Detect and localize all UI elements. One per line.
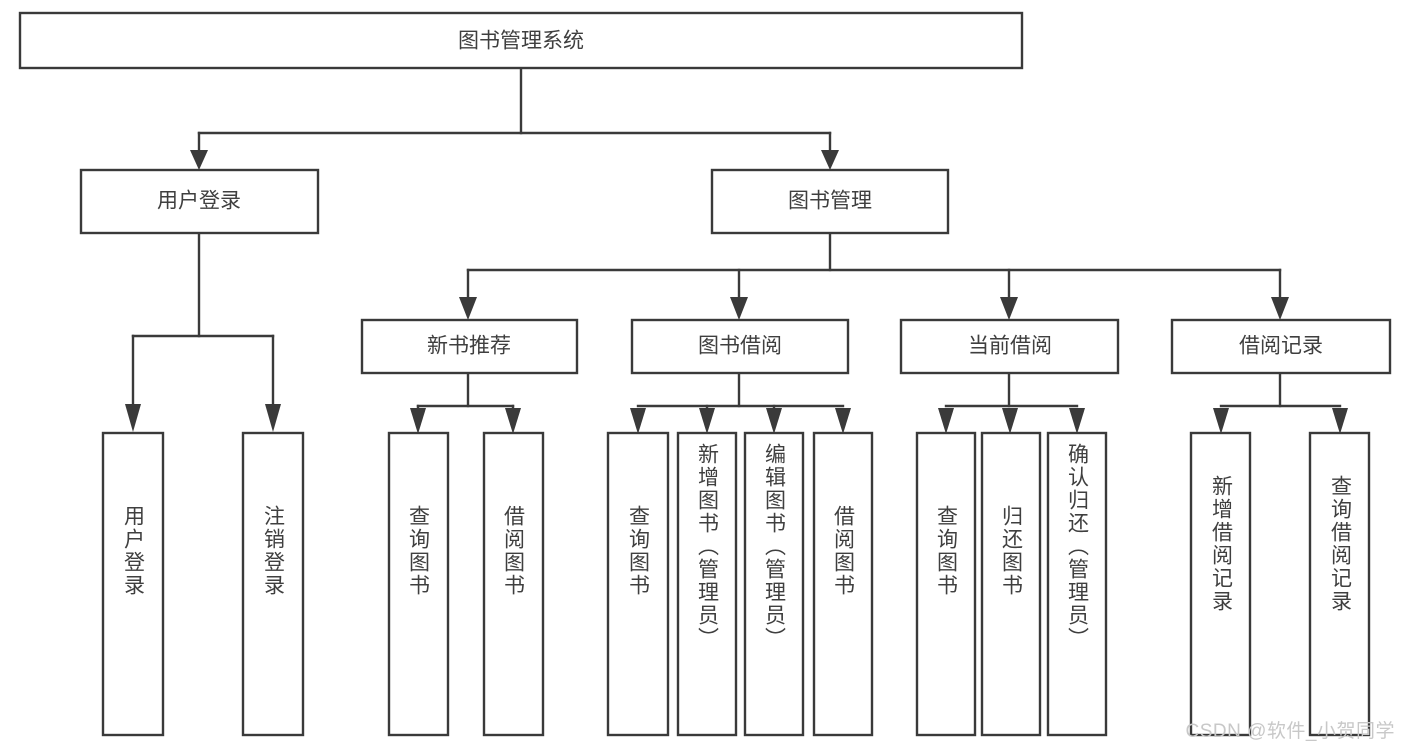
arrowhead-g1-leaf-2 bbox=[505, 408, 521, 434]
arrowhead-g3-leaf-2 bbox=[1002, 408, 1018, 434]
arrowhead-当前借阅 bbox=[1000, 297, 1018, 320]
leaf-box-record-1[interactable] bbox=[1189, 431, 1252, 737]
arrowhead-leaf-注销登录 bbox=[265, 404, 281, 432]
node-current-borrow-label: 当前借阅 bbox=[968, 335, 1052, 358]
node-new-book-recommend-box[interactable] bbox=[360, 318, 579, 375]
leaf-box-user-login-1[interactable] bbox=[101, 431, 165, 737]
node-user-login-box[interactable] bbox=[79, 168, 320, 235]
node-current-borrow[interactable]: 当前借阅 bbox=[899, 318, 1120, 375]
leaf-box-recommend-1[interactable] bbox=[387, 431, 450, 737]
arrowhead-g4-leaf-2 bbox=[1332, 408, 1348, 434]
watermark-text: CSDN @软件_小贺同学 bbox=[1185, 721, 1395, 742]
arrowhead-book-manage bbox=[821, 150, 839, 170]
leaf-box-recommend-2[interactable] bbox=[482, 431, 545, 737]
leaf-box-borrow-2[interactable] bbox=[676, 431, 738, 737]
node-book-manage[interactable]: 图书管理 bbox=[710, 168, 950, 235]
node-book-borrow-box[interactable] bbox=[630, 318, 850, 375]
arrowhead-leaf-用户登录 bbox=[125, 404, 141, 432]
arrowhead-g3-leaf-1 bbox=[938, 408, 954, 434]
node-root-box[interactable] bbox=[18, 11, 1024, 70]
node-new-book-recommend[interactable]: 新书推荐 bbox=[360, 318, 579, 375]
arrowhead-g2-leaf-3 bbox=[766, 408, 782, 434]
node-book-borrow[interactable]: 图书借阅 bbox=[630, 318, 850, 375]
connectors bbox=[125, 66, 1348, 434]
arrowhead-g1-leaf-1 bbox=[410, 408, 426, 434]
node-borrow-record-box[interactable] bbox=[1170, 318, 1392, 375]
leaf-box-borrow-4[interactable] bbox=[812, 431, 874, 737]
leaf-box-current-2[interactable] bbox=[980, 431, 1042, 737]
node-user-login[interactable]: 用户登录 bbox=[79, 168, 320, 235]
node-root[interactable]: 图书管理系统 bbox=[18, 11, 1024, 70]
arrowhead-新书推荐 bbox=[459, 297, 477, 320]
node-user-login-label: 用户登录 bbox=[157, 190, 241, 213]
node-borrow-record[interactable]: 借阅记录 bbox=[1170, 318, 1392, 375]
arrowhead-user-login bbox=[190, 150, 208, 170]
leaf-box-borrow-3[interactable] bbox=[743, 431, 805, 737]
arrowhead-g2-leaf-1 bbox=[630, 408, 646, 434]
node-book-borrow-label: 图书借阅 bbox=[698, 335, 782, 358]
arrowhead-g3-leaf-3 bbox=[1069, 408, 1085, 434]
leaf-box-record-2[interactable] bbox=[1308, 431, 1371, 737]
leaf-box-current-1[interactable] bbox=[915, 431, 977, 737]
node-new-book-recommend-label: 新书推荐 bbox=[427, 335, 511, 358]
arrowhead-g2-leaf-4 bbox=[835, 408, 851, 434]
arrowhead-g4-leaf-1 bbox=[1213, 408, 1229, 434]
arrowhead-借阅记录 bbox=[1271, 297, 1289, 320]
node-root-label: 图书管理系统 bbox=[458, 30, 584, 53]
node-current-borrow-box[interactable] bbox=[899, 318, 1120, 375]
node-borrow-record-label: 借阅记录 bbox=[1239, 335, 1323, 358]
leaf-box-borrow-1[interactable] bbox=[606, 431, 670, 737]
leaf-box-current-3[interactable] bbox=[1046, 431, 1108, 737]
arrowhead-图书借阅 bbox=[730, 297, 748, 320]
node-book-manage-label: 图书管理 bbox=[788, 190, 872, 213]
arrowhead-g2-leaf-2 bbox=[699, 408, 715, 434]
leaf-box-user-login-2[interactable] bbox=[241, 431, 305, 737]
node-book-manage-box[interactable] bbox=[710, 168, 950, 235]
